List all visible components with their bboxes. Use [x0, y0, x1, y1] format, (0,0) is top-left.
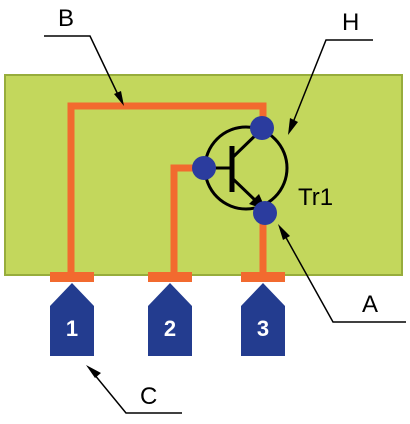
pad-tab-3	[241, 272, 285, 282]
callout-c-line	[93, 373, 182, 414]
callout-b-label: B	[58, 5, 74, 32]
callout-a-line	[283, 233, 406, 323]
callout-h-line	[291, 39, 373, 126]
callout-b-arrow	[114, 91, 124, 106]
pin-1-pad	[50, 283, 94, 356]
pin-1-label: 1	[66, 316, 78, 341]
pin-1: 1	[50, 283, 94, 356]
callout-a-arrow	[278, 224, 290, 240]
component-label: Tr1	[298, 184, 333, 211]
callout-b-line	[44, 35, 122, 102]
connection-dots	[192, 116, 277, 225]
callout-a-label: A	[362, 291, 378, 318]
pin-3-pad	[241, 283, 285, 356]
pin-2-pad	[148, 283, 192, 356]
callout-c-label: C	[140, 383, 157, 410]
callout-c-arrow	[86, 365, 101, 378]
callout-h-arrow	[288, 118, 298, 135]
emitter-dot	[253, 201, 277, 225]
callout-c: C	[86, 365, 182, 414]
transistor-emitter-lead	[230, 176, 258, 203]
collector-dot	[250, 116, 274, 140]
pin-2-label: 2	[164, 316, 176, 341]
callout-h: H	[288, 9, 373, 135]
pins: 1 2 3	[50, 283, 285, 356]
pin-3: 3	[241, 283, 285, 356]
callout-a: A	[278, 224, 406, 323]
pin-3-label: 3	[257, 316, 269, 341]
pad-tab-2	[148, 272, 192, 282]
pad-tab-1	[50, 272, 94, 282]
pin-2: 2	[148, 283, 192, 356]
callout-h-label: H	[342, 9, 359, 36]
pad-tabs	[50, 272, 285, 282]
callout-b: B	[44, 5, 124, 106]
base-dot	[192, 156, 216, 180]
